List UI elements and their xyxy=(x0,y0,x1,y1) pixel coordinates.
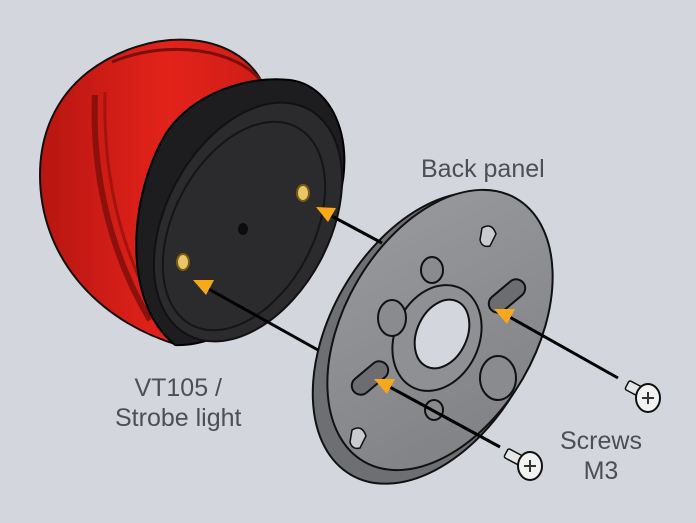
panel-notch-top xyxy=(479,225,497,248)
panel-slot-left xyxy=(350,360,390,396)
device-label-line1: VT105 / xyxy=(134,374,223,402)
brass-insert-lower xyxy=(176,253,190,271)
arrow-head-screw-upper xyxy=(494,309,515,324)
arrow-head-upper xyxy=(316,207,336,222)
panel-slot-right xyxy=(487,278,527,314)
panel-notch-bottom xyxy=(349,427,367,450)
panel-center-hole xyxy=(413,298,471,370)
back-panel-text: Back panel xyxy=(421,155,545,183)
panel-stud-1 xyxy=(420,256,444,284)
arrow-line-lower xyxy=(204,285,319,352)
strobe-band-mid xyxy=(91,94,153,322)
strobe-light xyxy=(38,38,346,347)
arrow-line-screw-upper xyxy=(505,313,619,380)
screws-label: Screws M3 xyxy=(560,426,642,486)
assembly-arrows xyxy=(193,207,619,449)
screws-label-line2: M3 xyxy=(583,457,619,485)
screw-upper-cross xyxy=(642,392,654,404)
screw-lower-cross xyxy=(524,460,536,472)
strobe-center-hole xyxy=(238,223,248,235)
arrow-head-lower xyxy=(193,280,214,295)
arrow-head-screw-lower xyxy=(374,379,395,394)
strobe-rear-ring xyxy=(161,120,327,332)
back-panel-label: Back panel xyxy=(421,154,545,184)
arrow-line-screw-lower xyxy=(385,383,501,449)
panel-stud-2 xyxy=(377,299,407,337)
device-label: VT105 / Strobe light xyxy=(115,373,241,433)
screw-lower xyxy=(503,448,543,481)
panel-stud-3 xyxy=(479,355,517,401)
screw-upper xyxy=(624,380,661,413)
back-panel xyxy=(311,188,554,485)
strobe-band-top xyxy=(111,47,264,83)
arrow-line-upper xyxy=(325,211,383,245)
brass-insert-upper xyxy=(296,184,310,202)
screws-label-line1: Screws xyxy=(560,427,642,455)
device-label-line2: Strobe light xyxy=(115,404,242,432)
